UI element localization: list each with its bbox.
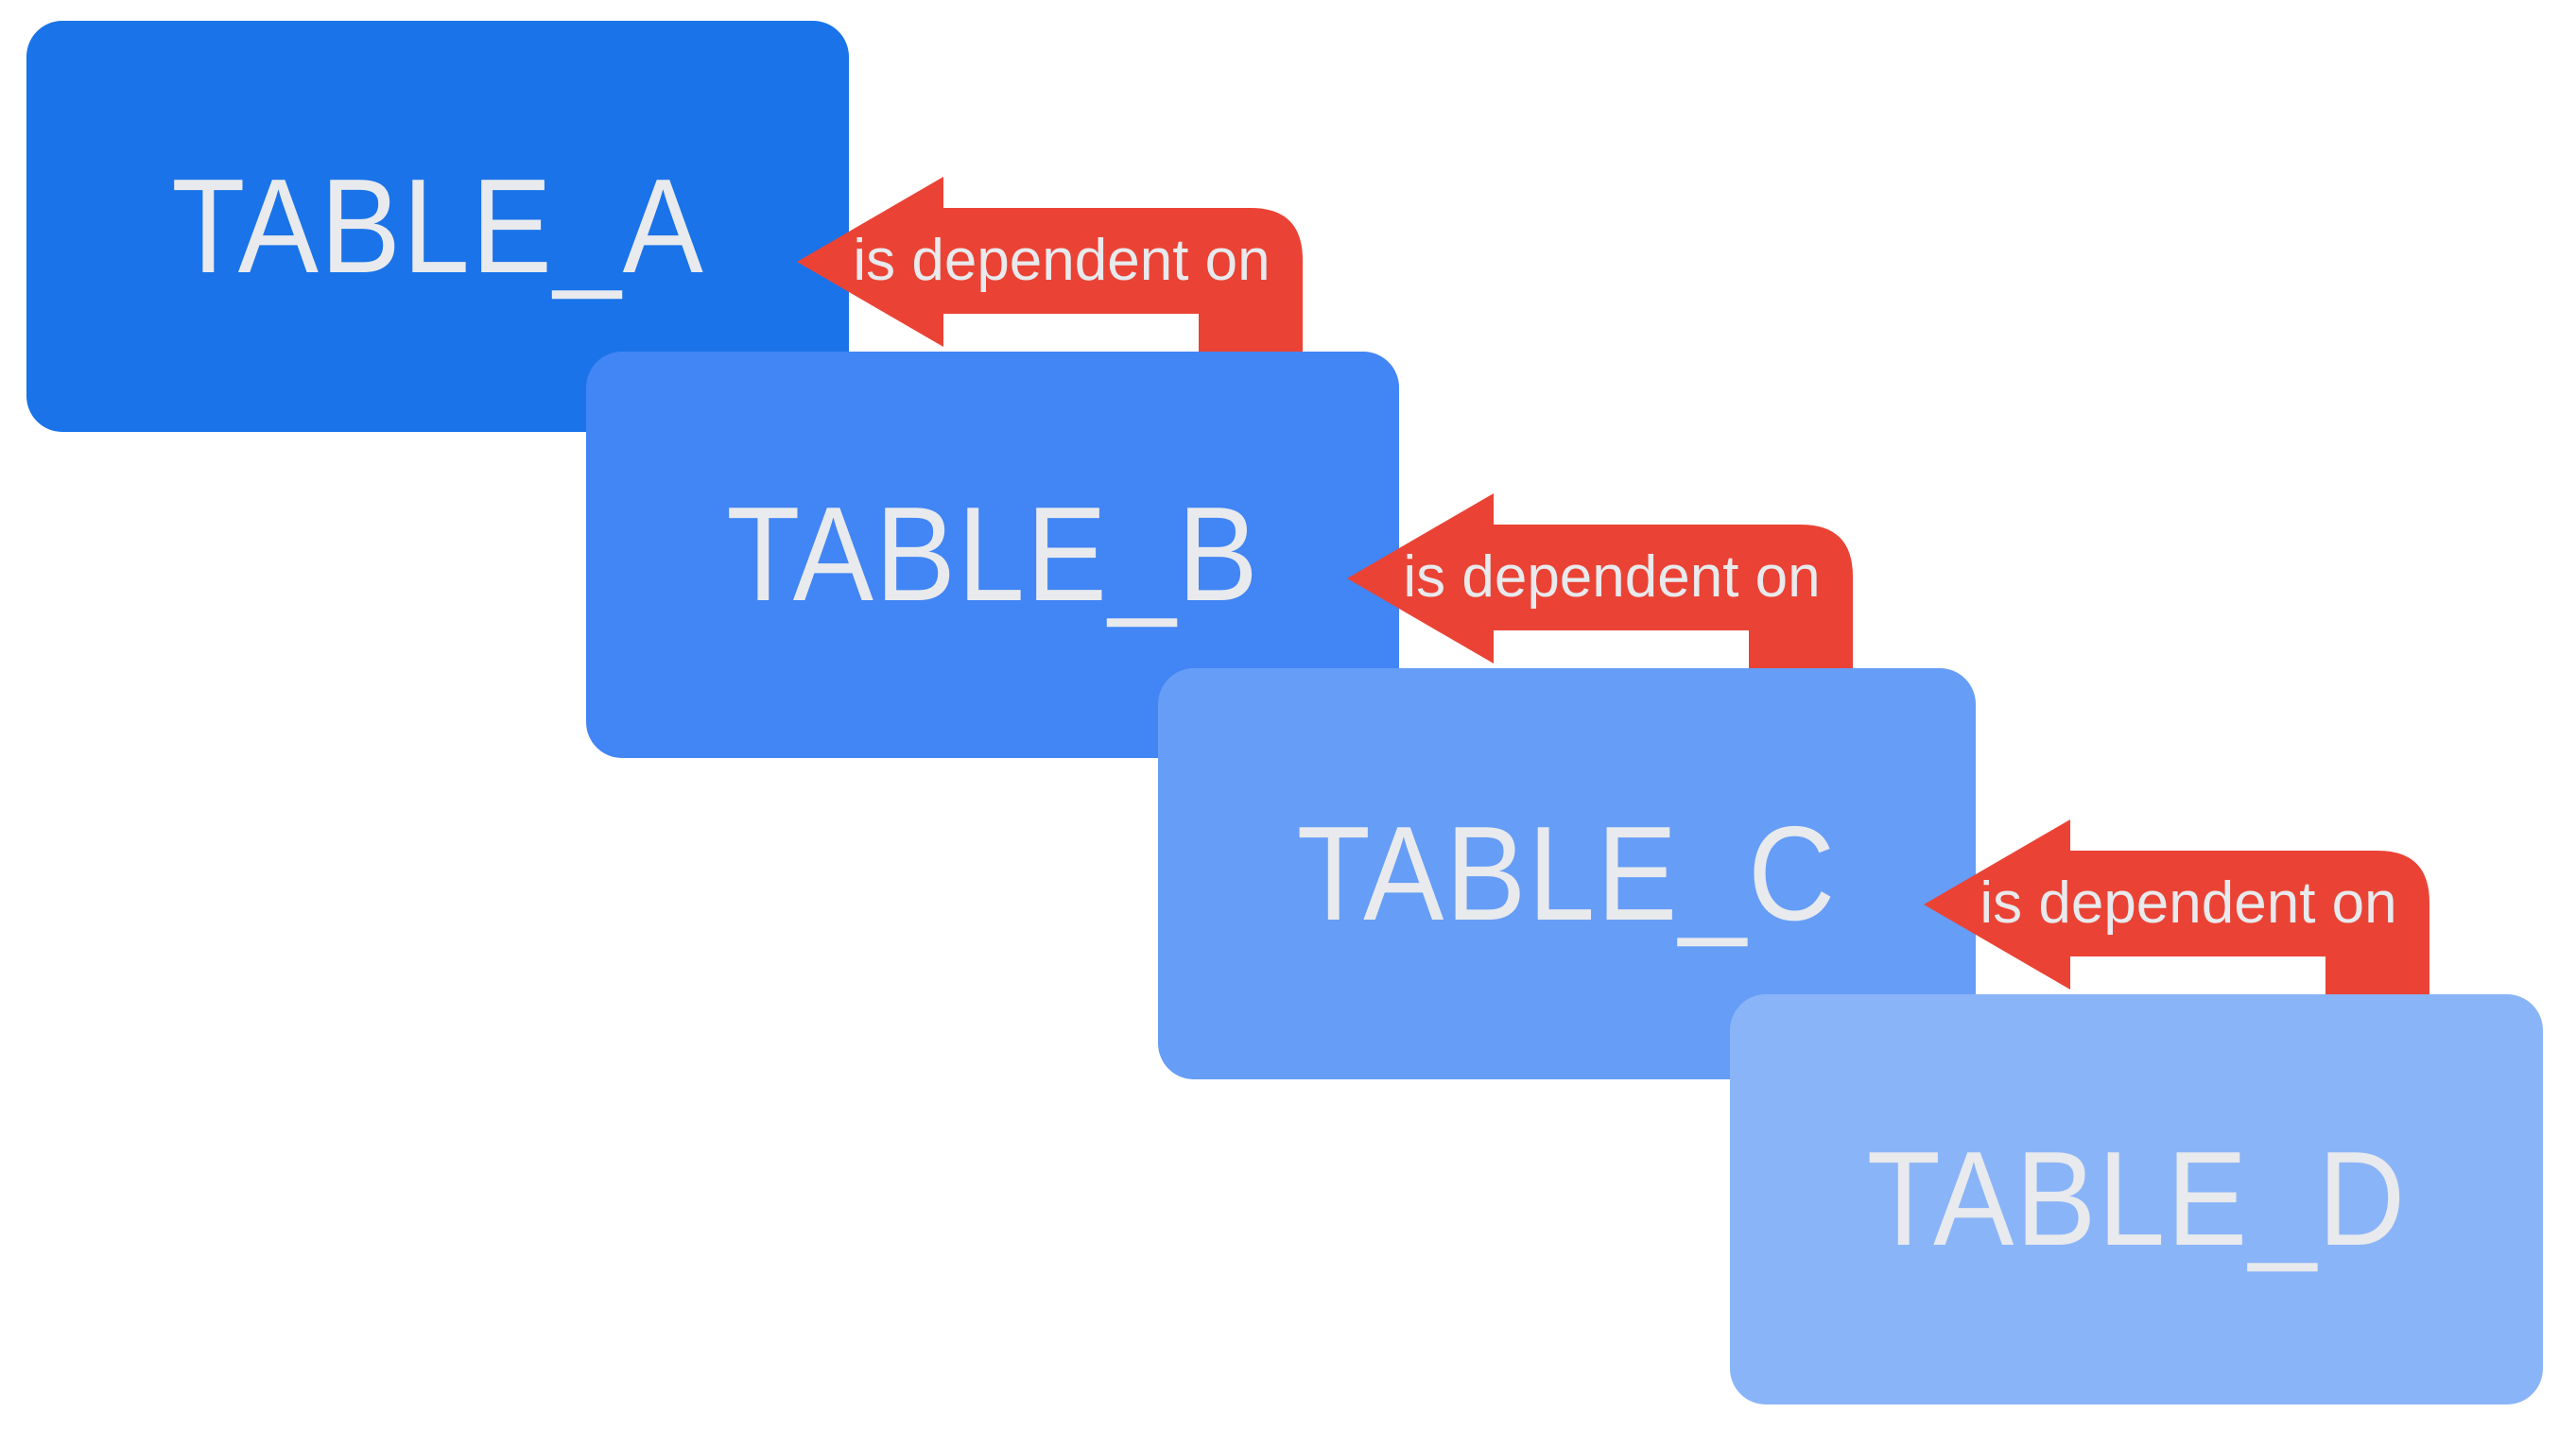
dependency-arrow-d-to-c: is dependent on [1924, 763, 2453, 1046]
left-arrow-icon [1924, 819, 2429, 1010]
table-c-label: TABLE_C [1296, 798, 1838, 949]
table-a-label: TABLE_A [170, 150, 705, 302]
table-box-table-a: TABLE_A [26, 21, 849, 432]
dependency-arrow-b-to-a: is dependent on [797, 120, 1326, 404]
left-arrow-icon [1347, 493, 1853, 684]
left-arrow-shape [1924, 819, 2429, 1010]
dependency-arrow-c-to-b: is dependent on [1347, 437, 1876, 720]
table-b-label: TABLE_B [725, 479, 1260, 629]
arrow-label: is dependent on [1403, 544, 1821, 610]
left-arrow-shape [1347, 493, 1853, 684]
left-arrow-shape [797, 177, 1303, 368]
arrow-label: is dependent on [1980, 870, 2397, 936]
table-box-table-d: TABLE_D [1730, 994, 2543, 1404]
arrow-label: is dependent on [853, 228, 1271, 293]
left-arrow-icon [797, 177, 1303, 368]
table-d-label: TABLE_D [1866, 1124, 2407, 1274]
